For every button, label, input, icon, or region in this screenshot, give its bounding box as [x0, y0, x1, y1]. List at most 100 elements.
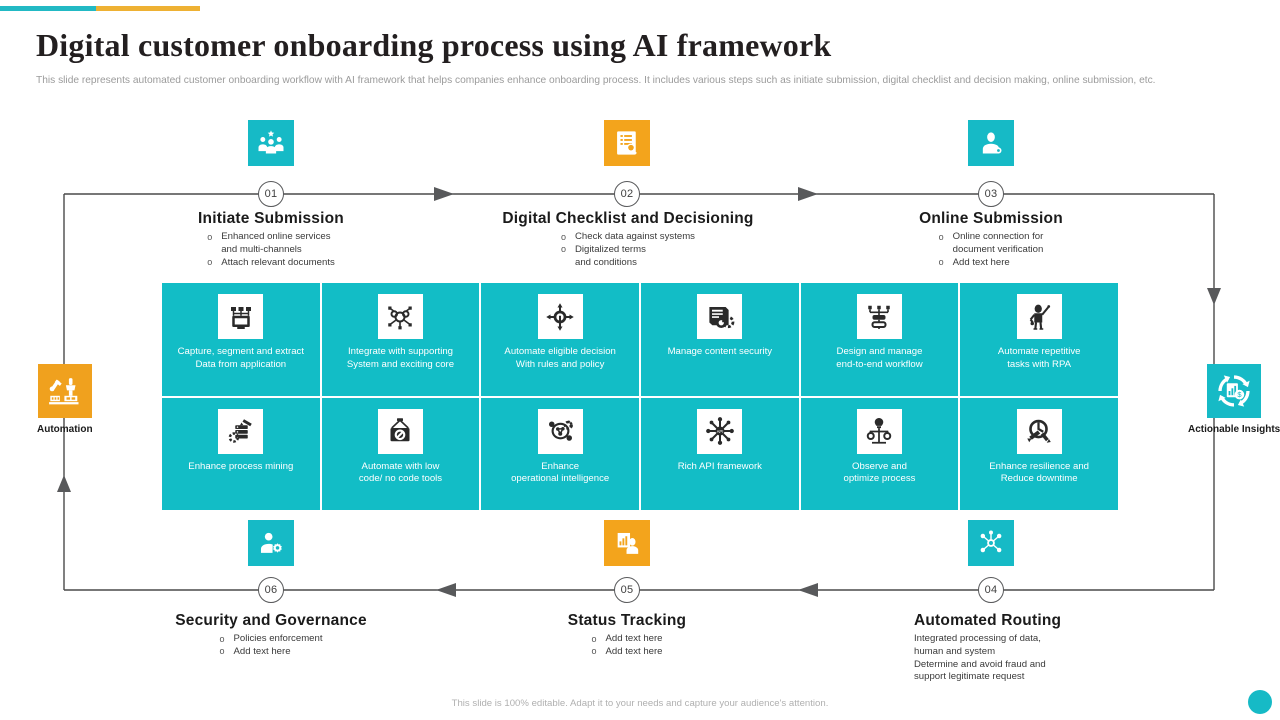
icon-container	[1016, 294, 1062, 339]
step-bullet: Add text here	[939, 256, 1044, 270]
corner-decoration-dot	[1248, 690, 1272, 714]
low-code-icon	[390, 418, 410, 442]
operational-intelligence-icon	[549, 420, 573, 441]
footer-note: This slide is 100% editable. Adapt it to…	[451, 698, 829, 709]
step-bullet: Enhanced online services	[207, 231, 335, 244]
matrix-cell[interactable]: Enhance process mining	[162, 397, 320, 510]
step-bullet: Add text here	[591, 645, 662, 659]
insights-cycle-icon: $	[1218, 375, 1250, 407]
matrix-cell[interactable]: Manage content security	[641, 283, 799, 396]
endcap-automation: Automation	[37, 364, 93, 435]
matrix-cell[interactable]: API Rich API framework	[641, 397, 799, 510]
step-number-01: 01	[258, 181, 284, 207]
step-bullet: Online connection for	[939, 231, 1044, 244]
step-bullet-cont: support legitimate request	[914, 671, 1025, 683]
svg-text:API: API	[716, 429, 723, 434]
step-number-06: 06	[258, 577, 284, 603]
step-title-04: Automated Routing	[914, 612, 1062, 629]
step-bullet-cont: document verification	[952, 243, 1044, 255]
robot-arm-icon	[48, 378, 79, 405]
step-bullets-02: Check data against systems Digitalized t…	[561, 231, 695, 269]
step-bullets-01: Enhanced online services and multi-chann…	[207, 231, 335, 269]
step-block-01: Initiate Submission Enhanced online serv…	[142, 210, 400, 270]
icon-container	[537, 294, 583, 339]
decision-rules-icon	[546, 302, 574, 331]
rpa-robot-icon	[1029, 304, 1051, 330]
step-bullet: Policies enforcement	[219, 633, 322, 646]
icon-container	[377, 294, 423, 339]
api-framework-icon: API	[705, 417, 734, 445]
step-number-02: 02	[614, 181, 640, 207]
endcap-label-insights: Actionable Insights	[1188, 424, 1280, 435]
step-title-06: Security and Governance	[175, 612, 367, 629]
step-bullet: Add text here	[219, 645, 322, 659]
matrix-caption: Manage content security	[667, 346, 773, 357]
step-bullet-cont: and multi-channels	[221, 243, 302, 255]
icon-container	[1016, 408, 1062, 454]
icon-container	[697, 294, 743, 339]
svg-text:$: $	[1237, 390, 1242, 399]
content-security-icon	[709, 306, 735, 328]
step-bullet: Add text here	[591, 633, 662, 646]
step-block-06: Security and Governance Policies enforce…	[142, 612, 400, 659]
step-title-02: Digital Checklist and Decisioning	[502, 210, 754, 227]
badge-checklist-review	[604, 120, 650, 166]
icon-container	[218, 294, 264, 339]
step-block-03: Online Submission Online connection for …	[862, 210, 1120, 270]
icon-container	[856, 408, 902, 454]
icon-container	[218, 408, 264, 454]
step-title-05: Status Tracking	[567, 612, 687, 629]
matrix-caption: Rich API framework	[677, 460, 762, 472]
step-block-02: Digital Checklist and Decisioning Check …	[478, 210, 778, 270]
checklist-review-icon	[617, 131, 637, 155]
user-settings-icon	[260, 532, 282, 553]
user-online-icon	[982, 132, 1002, 154]
step-title-03: Online Submission	[919, 210, 1063, 227]
badge-customer-group	[248, 120, 294, 166]
resilience-icon	[1027, 419, 1051, 443]
matrix-caption: Enhance process mining	[188, 460, 294, 472]
endcap-label-automation: Automation	[37, 424, 93, 435]
step-bullets-06: Policies enforcement Add text here	[219, 633, 322, 659]
step-bullets-03: Online connection for document verificat…	[939, 231, 1044, 269]
step-bullet-cont: human and system	[914, 645, 996, 657]
step-bullet: Digitalized terms	[561, 243, 695, 257]
icon-container	[37, 364, 92, 418]
accent-bar-amber	[96, 6, 200, 11]
process-mining-icon	[228, 419, 252, 443]
badge-user-online	[968, 120, 1014, 166]
badge-status-report	[604, 520, 650, 566]
step-number-05: 05	[614, 577, 640, 603]
icon-container: $	[1207, 364, 1262, 418]
step-bullets-04: Integrated processing of data, human and…	[914, 633, 1194, 684]
step-bullet: Check data against systems	[561, 231, 695, 244]
step-title-01: Initiate Submission	[198, 210, 344, 227]
icon-container	[377, 408, 423, 454]
integration-hub-icon	[388, 306, 413, 329]
step-bullet-cont: and conditions	[575, 256, 637, 268]
workflow-design-icon	[868, 305, 891, 329]
icon-container	[537, 408, 583, 454]
step-bullet: Attach relevant documents	[207, 256, 335, 270]
icon-container	[856, 294, 902, 339]
step-bullet-cont: Integrated processing of data,	[914, 633, 1041, 644]
step-number-03: 03	[978, 181, 1004, 207]
